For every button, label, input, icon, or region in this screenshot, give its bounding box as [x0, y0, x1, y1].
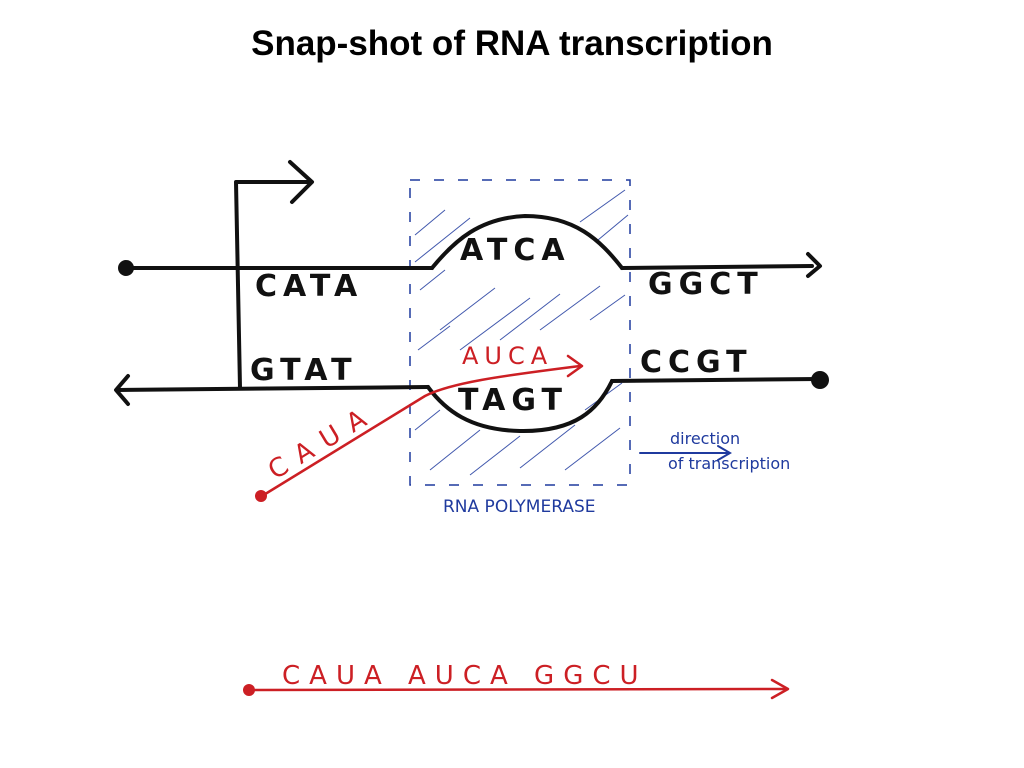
direction-label-line2: of transcription	[668, 454, 790, 473]
top-strand-end-dot	[118, 260, 134, 276]
bottom-left-seq: GTAT	[250, 353, 358, 388]
rna-exiting-seq: CAUA	[263, 398, 382, 486]
rna-polymerase-region	[409, 179, 631, 486]
bottom-strand-end-dot	[811, 371, 829, 389]
promoter-arrow-icon	[234, 160, 314, 390]
transcript-arrow	[248, 678, 790, 700]
rna-bubble-seq: AUCA	[462, 342, 553, 370]
dna-bottom-strand	[114, 374, 820, 434]
page-title: Snap-shot of RNA transcription	[251, 24, 773, 63]
rna-start-dot	[255, 490, 267, 502]
bottom-bubble-seq: TAGT	[458, 383, 568, 418]
direction-arrow-icon	[639, 445, 732, 461]
polymerase-label: RNA POLYMERASE	[443, 497, 596, 517]
dna-top-strand	[126, 214, 822, 278]
direction-label-line1: direction	[670, 429, 740, 448]
top-left-seq: CATA	[255, 269, 363, 304]
top-right-seq: GGCT	[648, 267, 764, 302]
full-transcript-seq: CAUA AUCA GGCU	[282, 661, 648, 691]
rna-strand	[260, 354, 584, 498]
top-bubble-seq: ATCA	[460, 233, 571, 268]
transcript-start-dot	[243, 684, 255, 696]
bottom-right-seq: CCGT	[640, 345, 753, 380]
